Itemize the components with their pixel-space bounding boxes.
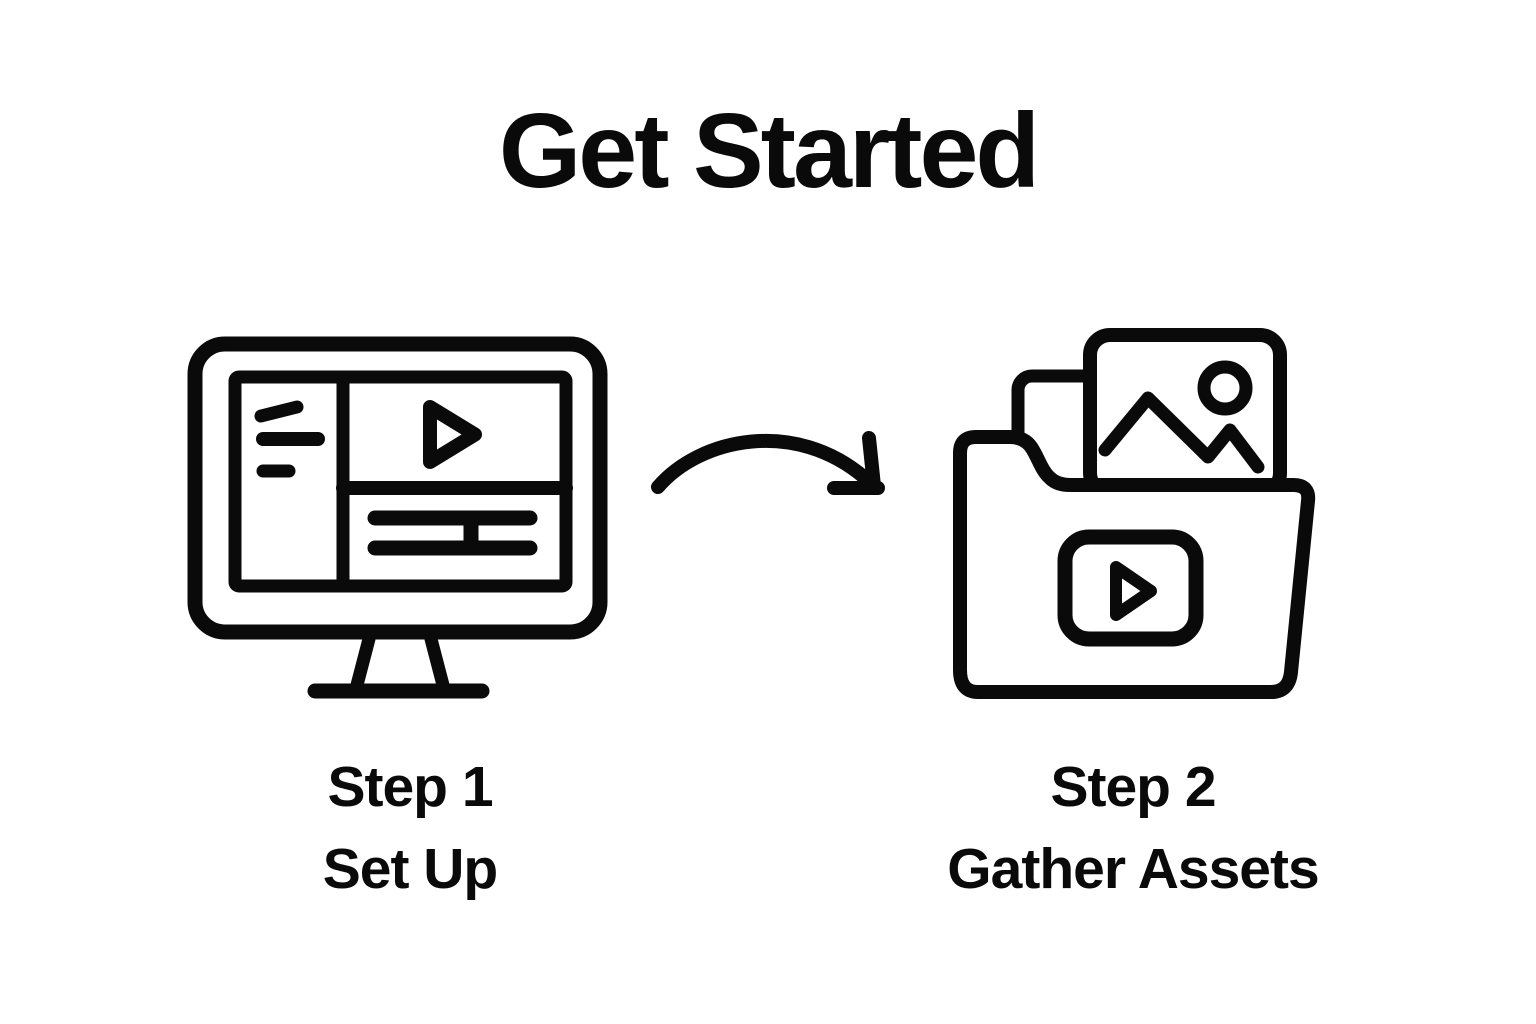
page-title: Get Started xyxy=(498,92,1040,210)
video-file-icon xyxy=(1057,529,1204,647)
video-preview-panel xyxy=(336,400,573,495)
sidebar-panel xyxy=(254,370,350,593)
play-triangle-icon xyxy=(423,400,482,469)
step-1-label: Step 1 Set Up xyxy=(150,746,670,910)
play-triangle-icon xyxy=(1110,561,1157,621)
sun-icon xyxy=(1197,360,1253,416)
step-2-caption: Gather Assets xyxy=(947,837,1319,901)
mountains-icon xyxy=(1098,391,1265,474)
monitor-stand xyxy=(307,632,490,699)
curved-arrow-icon xyxy=(651,431,885,495)
step-2-title: Step 2 xyxy=(1050,755,1216,819)
image-photo-icon xyxy=(1083,328,1287,500)
monitor-video-setup-icon xyxy=(187,336,608,699)
timeline-panel xyxy=(367,510,538,556)
step-1-caption: Set Up xyxy=(322,837,499,901)
step-2-label: Step 2 Gather Assets xyxy=(873,746,1393,910)
step-1-title: Step 1 xyxy=(327,755,493,819)
folder-media-assets-icon xyxy=(953,328,1316,699)
